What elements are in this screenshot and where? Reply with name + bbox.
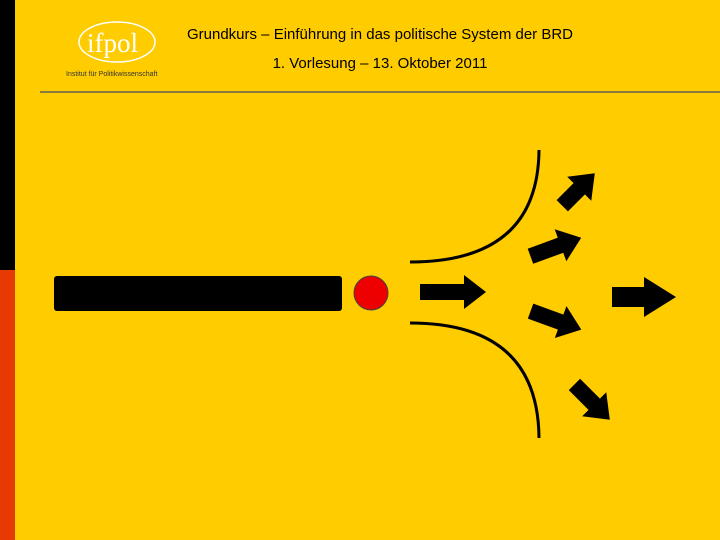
logo-subtitle: Institut für Politikwissenschaft: [66, 71, 158, 78]
arrow-right: [612, 277, 676, 317]
arrow-center: [420, 275, 486, 309]
arrow-down-right: [568, 378, 610, 420]
logo-ellipse: [78, 21, 156, 63]
ifpol-logo: ifpol Institut für Politikwissenschaft: [62, 14, 187, 84]
red-dot: [353, 275, 389, 311]
arrow-slight-down: [527, 303, 582, 339]
slide-subtitle: 1. Vorlesung – 13. Oktober 2011: [272, 55, 488, 72]
logo-text: ifpol: [87, 28, 138, 58]
slide-title: Grundkurs – Einführung in das politische…: [186, 26, 573, 43]
funnel-curve-top: [409, 149, 541, 264]
funnel-curve-bottom: [409, 321, 541, 439]
sidebar-bar-black: [0, 0, 15, 270]
header-divider: [40, 91, 720, 93]
arrow-slight-up: [527, 229, 582, 264]
arrow-up-right: [556, 173, 595, 212]
input-bar: [54, 276, 342, 311]
sidebar-bar-red: [0, 270, 15, 540]
